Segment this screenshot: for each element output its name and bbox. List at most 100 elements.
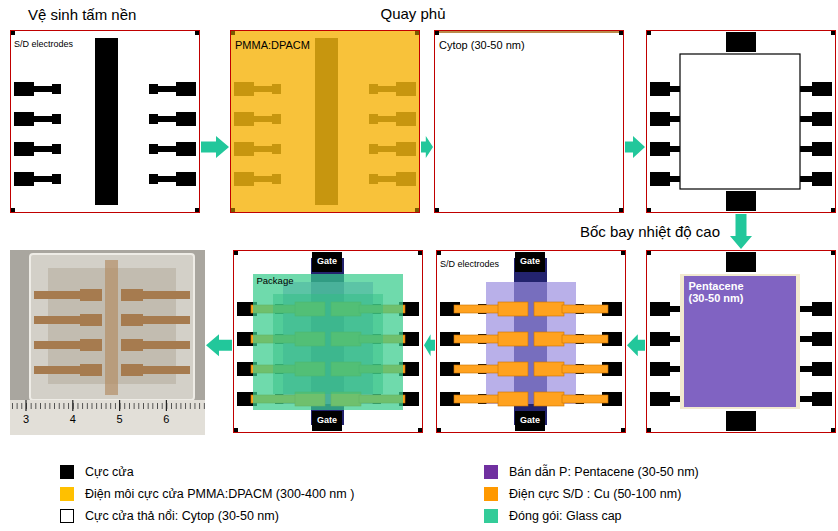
glass-cap xyxy=(30,254,194,400)
legend-item: Bán dẫn P: Pentacene (30-50 nm) xyxy=(484,465,699,479)
ruler-number: 4 xyxy=(70,413,76,426)
ruler-number: 3 xyxy=(23,413,29,426)
patterned-step xyxy=(646,30,836,213)
package-label: Package xyxy=(257,276,399,287)
process-arrow xyxy=(625,136,645,158)
text-holder: PMMA:DPACM xyxy=(235,39,310,52)
cytop-window xyxy=(680,274,800,409)
text-holder: S/D electrodes xyxy=(14,39,73,49)
process-arrow xyxy=(206,334,232,356)
legend-text: Cực cửa xyxy=(85,465,134,479)
layer-label: Cytop (30-50 nm) xyxy=(439,39,525,52)
process-arrow xyxy=(424,334,435,356)
process-arrow xyxy=(201,136,229,158)
process-step-panel: Pentacene (30-50 nm) xyxy=(646,250,836,433)
process-arrow xyxy=(421,136,433,158)
text-holder: Package xyxy=(257,276,399,287)
package-step xyxy=(233,250,423,433)
legend-item: Điện môi cực cửa PMMA:DPACM (300-400 nm … xyxy=(60,487,354,501)
substrate-step xyxy=(10,30,200,213)
text-holder: Gate xyxy=(520,256,540,266)
pentacene-step xyxy=(646,250,836,433)
ruler-number: 5 xyxy=(117,413,123,426)
text-holder: Cytop (30-50 nm) xyxy=(439,39,525,52)
process-step-panel: Vệ sinh tấm nềnS/D electrodes xyxy=(10,30,200,213)
corner-marks xyxy=(231,31,419,212)
substrate xyxy=(10,30,200,213)
corner-marks xyxy=(234,251,422,432)
photo-ground xyxy=(10,250,205,435)
legend-text: Bán dẫn P: Pentacene (30-50 nm) xyxy=(509,465,699,479)
step-heading: Quay phủ xyxy=(380,5,445,22)
process-step-panel: Cytop (30-50 nm) xyxy=(434,30,624,213)
process-step-panel xyxy=(646,30,836,213)
ruler-number: 6 xyxy=(163,413,169,426)
legend-swatch xyxy=(60,509,74,523)
cytop-layer xyxy=(434,30,624,213)
corner-marks xyxy=(647,251,835,432)
ruler xyxy=(10,400,205,435)
gate-label: Gate xyxy=(520,256,540,266)
legend-text: Điện cực S/D : Cu (50-100 nm) xyxy=(509,487,681,501)
gate-label: Gate xyxy=(520,415,540,425)
substrate xyxy=(233,250,423,433)
device-stack xyxy=(237,258,419,425)
process-arrow xyxy=(627,334,645,356)
step-heading: Vệ sinh tấm nền xyxy=(28,6,136,23)
legend-item: Cực cửa xyxy=(60,465,134,479)
cytop-window xyxy=(680,54,800,189)
gate-label: Gate xyxy=(317,256,337,266)
text-holder: Quay phủ xyxy=(380,5,445,22)
corner-marks xyxy=(435,31,623,212)
electrode-label: S/D electrodes xyxy=(440,259,499,269)
legend-swatch xyxy=(60,487,74,501)
gate-label: Gate xyxy=(317,415,337,425)
electrode-step xyxy=(436,250,626,433)
legend-swatch xyxy=(484,509,498,523)
text-holder: Gate xyxy=(317,415,337,425)
text-holder: 4 xyxy=(70,413,76,426)
glass-cap-package: Package xyxy=(253,274,403,410)
text-holder: 5 xyxy=(117,413,123,426)
legend-item: Điện cực S/D : Cu (50-100 nm) xyxy=(484,487,681,501)
legend-swatch xyxy=(484,465,498,479)
text-holder: Bốc bay nhiệt độ cao xyxy=(578,223,722,240)
pentacene-layer: Pentacene (30-50 nm) xyxy=(684,276,796,407)
process-step-panel: PackageGateGate xyxy=(233,250,423,433)
text-holder: Gate xyxy=(317,256,337,266)
gate-trace xyxy=(105,260,118,395)
corner-marks xyxy=(11,31,199,212)
legend-text: Cực cửa thả nổi: Cytop (30-50 nm) xyxy=(85,509,279,523)
substrate xyxy=(646,30,836,213)
device-stack xyxy=(440,258,622,425)
step-heading: Bốc bay nhiệt độ cao xyxy=(578,223,722,240)
legend-swatch xyxy=(60,465,74,479)
cytop-step xyxy=(434,30,624,213)
legend-item: Đóng gói: Glass cap xyxy=(484,509,622,523)
text-holder: Gate xyxy=(520,415,540,425)
gate-electrode xyxy=(315,38,338,205)
text-holder: Pentacene (30-50 nm) xyxy=(689,280,791,305)
electrode-label: S/D electrodes xyxy=(14,39,73,49)
legend-swatch xyxy=(484,487,498,501)
text-holder: Vệ sinh tấm nền xyxy=(28,6,136,23)
electrode-traces xyxy=(34,289,190,376)
legend-item: Cực cửa thả nổi: Cytop (30-50 nm) xyxy=(60,509,279,523)
text-holder: 6 xyxy=(163,413,169,426)
legend-text: Đóng gói: Glass cap xyxy=(509,509,622,523)
layer-label: PMMA:DPACM xyxy=(235,39,310,52)
gate-pad: Gate xyxy=(515,411,545,431)
gate-electrode xyxy=(95,38,118,205)
legend-text: Điện môi cực cửa PMMA:DPACM (300-400 nm … xyxy=(85,487,354,501)
gate-pad: Gate xyxy=(312,411,342,431)
gate-pad: Gate xyxy=(312,252,342,272)
corner-marks xyxy=(647,31,835,212)
text-holder: 3 xyxy=(23,413,29,426)
corner-marks xyxy=(437,251,625,432)
ruler-ticks xyxy=(10,400,205,409)
process-step-panel: PMMA:DPACM xyxy=(230,30,420,213)
dielectric-layer xyxy=(230,30,420,213)
substrate xyxy=(646,250,836,433)
